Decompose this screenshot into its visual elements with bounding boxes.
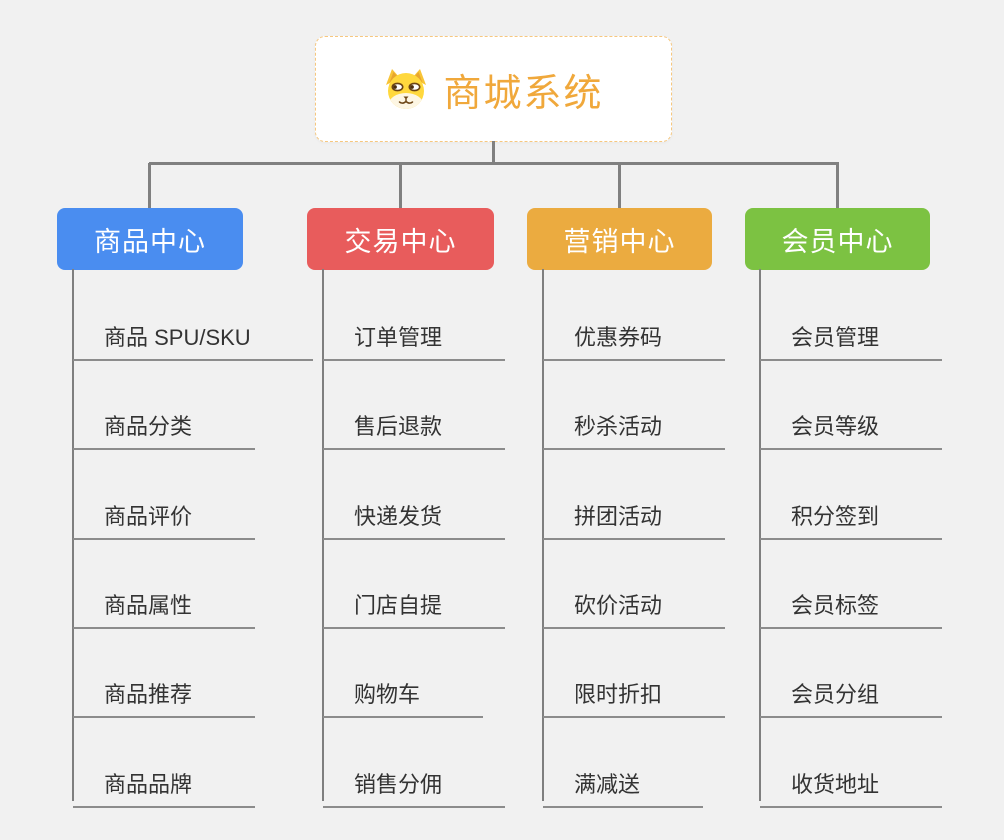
- connector-drop-marketing: [618, 163, 621, 209]
- leaf-node[interactable]: 满减送: [543, 753, 703, 808]
- connector-trunk-product: [72, 269, 74, 801]
- leaf-node[interactable]: 会员管理: [760, 306, 942, 361]
- leaf-node[interactable]: 商品 SPU/SKU: [73, 306, 313, 361]
- connector-trunk-marketing: [542, 269, 544, 801]
- leaf-node[interactable]: 限时折扣: [543, 663, 725, 718]
- leaf-node[interactable]: 拼团活动: [543, 485, 725, 540]
- leaf-node[interactable]: 商品属性: [73, 574, 255, 629]
- dog-face-icon: [383, 66, 429, 112]
- leaf-node[interactable]: 商品品牌: [73, 753, 255, 808]
- connector-drop-product: [148, 163, 151, 209]
- branch-node-trade-center[interactable]: 交易中心: [307, 208, 494, 270]
- leaf-node[interactable]: 门店自提: [323, 574, 505, 629]
- leaf-node[interactable]: 优惠券码: [543, 306, 725, 361]
- branch-node-member-center[interactable]: 会员中心: [745, 208, 930, 270]
- leaf-node[interactable]: 砍价活动: [543, 574, 725, 629]
- leaf-node[interactable]: 商品推荐: [73, 663, 255, 718]
- leaf-node[interactable]: 商品分类: [73, 395, 255, 450]
- leaf-node[interactable]: 快递发货: [323, 485, 505, 540]
- leaf-node[interactable]: 售后退款: [323, 395, 505, 450]
- connector-root-drop: [492, 141, 495, 163]
- leaf-node[interactable]: 销售分佣: [323, 753, 505, 808]
- leaf-node[interactable]: 积分签到: [760, 485, 942, 540]
- leaf-node[interactable]: 秒杀活动: [543, 395, 725, 450]
- connector-bus: [149, 162, 839, 165]
- leaf-node[interactable]: 收货地址: [760, 753, 942, 808]
- connector-trunk-member: [759, 269, 761, 801]
- leaf-node[interactable]: 商品评价: [73, 485, 255, 540]
- leaf-node[interactable]: 会员等级: [760, 395, 942, 450]
- leaf-node[interactable]: 会员分组: [760, 663, 942, 718]
- branch-node-marketing-center[interactable]: 营销中心: [527, 208, 712, 270]
- branch-node-product-center[interactable]: 商品中心: [57, 208, 243, 270]
- connector-drop-member: [836, 163, 839, 209]
- root-title: 商城系统: [443, 72, 604, 115]
- connector-trunk-trade: [322, 269, 324, 801]
- leaf-node[interactable]: 购物车: [323, 663, 483, 718]
- leaf-node[interactable]: 会员标签: [760, 574, 942, 629]
- root-node-mall-system[interactable]: 商城系统: [315, 36, 672, 142]
- connector-drop-trade: [399, 163, 402, 209]
- leaf-node[interactable]: 订单管理: [323, 306, 505, 361]
